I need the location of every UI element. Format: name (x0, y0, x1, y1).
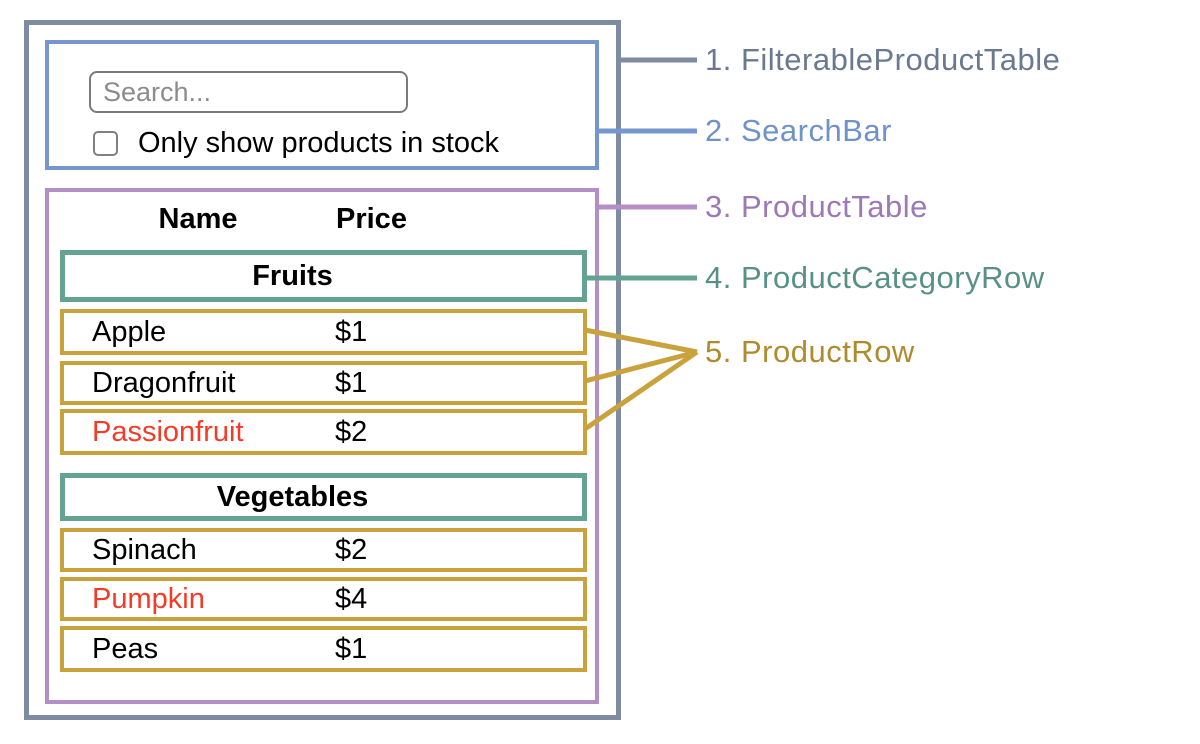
product-price: $1 (335, 315, 368, 348)
product-row-apple: Apple $1 (60, 309, 587, 355)
product-row-pumpkin: Pumpkin $4 (60, 577, 587, 621)
filterable-product-table-outline: Only show products in stock Name Price F… (24, 20, 621, 720)
product-row-spinach: Spinach $2 (60, 528, 587, 572)
in-stock-checkbox[interactable] (93, 130, 118, 156)
product-name: Apple (92, 315, 167, 348)
annotation-search-bar: 2. SearchBar (705, 113, 892, 148)
annotation-product-category-row: 4. ProductCategoryRow (705, 260, 1045, 295)
product-name: Passionfruit (92, 415, 244, 448)
search-input[interactable] (89, 71, 408, 113)
product-category-row-fruits: Fruits (60, 250, 587, 302)
product-price: $2 (335, 533, 368, 566)
product-table-outline: Name Price Fruits Apple $1 Dragonfruit $… (45, 188, 599, 704)
column-header-price: Price (336, 203, 407, 235)
annotation-filterable-product-table: 1. FilterableProductTable (705, 42, 1061, 77)
search-bar-outline: Only show products in stock (45, 40, 599, 170)
category-label: Fruits (252, 259, 333, 292)
product-price: $4 (335, 582, 368, 615)
product-price: $1 (335, 632, 368, 665)
column-header-name: Name (158, 203, 238, 235)
annotation-product-table: 3. ProductTable (705, 189, 928, 224)
in-stock-filter-row: Only show products in stock (93, 126, 500, 159)
product-category-row-vegetables: Vegetables (60, 473, 587, 521)
category-label: Vegetables (216, 480, 369, 513)
product-name: Peas (92, 632, 159, 665)
product-name: Spinach (92, 533, 197, 566)
product-row-dragonfruit: Dragonfruit $1 (60, 361, 587, 405)
product-name: Pumpkin (92, 582, 205, 615)
product-price: $2 (335, 415, 368, 448)
annotation-product-row: 5. ProductRow (705, 334, 915, 369)
in-stock-checkbox-label: Only show products in stock (138, 126, 500, 159)
product-name: Dragonfruit (92, 366, 236, 399)
product-row-peas: Peas $1 (60, 626, 587, 672)
product-price: $1 (335, 366, 368, 399)
product-row-passionfruit: Passionfruit $2 (60, 409, 587, 455)
table-header-row: Name Price (60, 198, 587, 240)
